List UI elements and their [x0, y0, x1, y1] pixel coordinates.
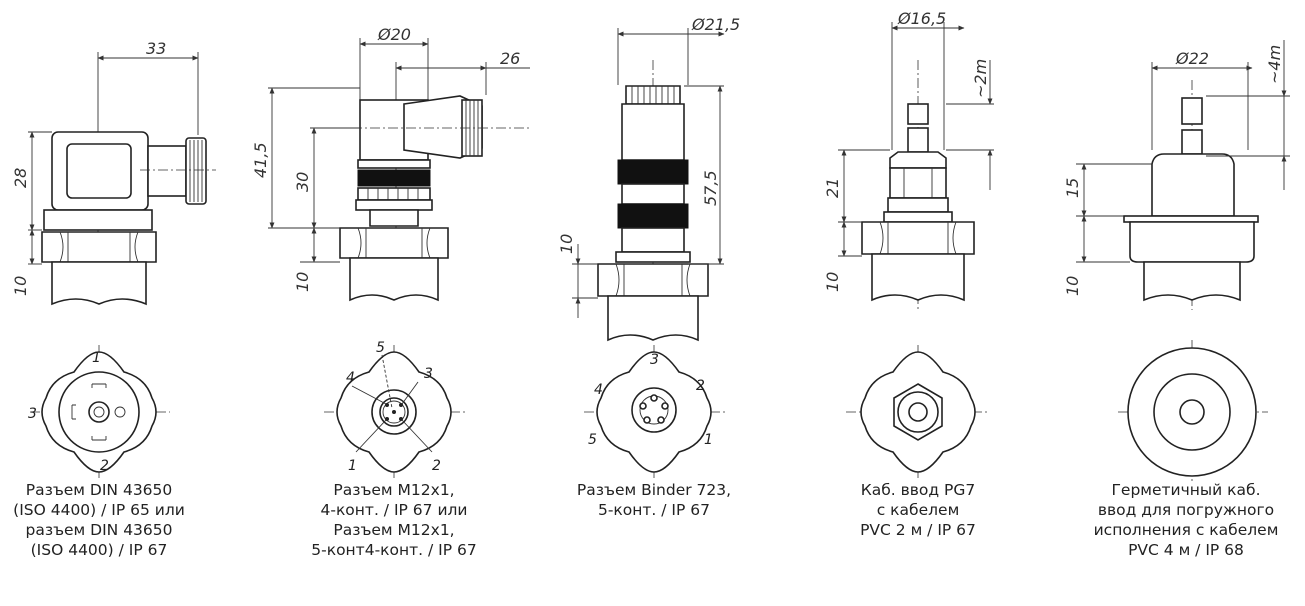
caption-line: Разъем M12x1, — [333, 521, 455, 539]
dim-m12-offset: 26 — [500, 49, 520, 68]
pin-label: 2 — [432, 458, 441, 474]
caption-line: 4-конт. / IP 67 или — [320, 501, 468, 519]
binder-connector-side-view: Ø21,5 57,5 10 — [557, 15, 740, 342]
dim-pg7-cable: ~2m — [971, 59, 990, 98]
dim-binder-nut: 10 — [557, 234, 576, 254]
caption-line: разъем DIN 43650 — [25, 521, 173, 539]
dim-sealed-diameter: Ø22 — [1175, 49, 1209, 68]
dim-pg7-height: 21 — [823, 178, 842, 198]
dim-pg7-diameter: Ø16,5 — [897, 9, 946, 28]
pin-label: 3 — [28, 406, 37, 422]
dim-sealed-height: 15 — [1063, 178, 1082, 198]
caption-line: 5-конт. / IP 67 — [597, 501, 711, 519]
pin-label: 2 — [100, 458, 109, 474]
dim-m12-diameter: Ø20 — [377, 25, 411, 44]
sealed-gland-top-view — [1118, 340, 1268, 484]
m12-connector-top-view: 5 4 3 1 2 — [324, 340, 468, 478]
pin-label: 1 — [92, 350, 101, 366]
dim-din-height: 28 — [11, 168, 30, 188]
caption-line: Каб. ввод PG7 — [860, 481, 976, 499]
dim-binder-diameter: Ø21,5 — [691, 15, 740, 34]
pin-label: 5 — [588, 432, 597, 448]
caption-line: PVC 2 м / IP 67 — [860, 521, 976, 539]
caption-line: Разъем Binder 723, — [576, 481, 732, 499]
binder-connector-top-view: 3 4 2 5 1 — [584, 345, 726, 478]
caption-pg7-gland: Каб. ввод PG7 с кабелем PVC 2 м / IP 67 — [798, 480, 1038, 540]
caption-binder-connector: Разъем Binder 723, 5-конт. / IP 67 — [534, 480, 774, 520]
pg7-gland-side-view: Ø16,5 ~2m 21 10 — [823, 9, 994, 310]
caption-line: (ISO 4400) / IP 65 или — [13, 501, 185, 519]
din-connector-side-view: 33 28 10 — [11, 39, 216, 306]
pin-label: 2 — [696, 378, 705, 394]
dim-sealed-nut: 10 — [1063, 276, 1082, 296]
caption-line: ввод для погружного — [1097, 501, 1275, 519]
caption-line: Разъем M12x1, — [333, 481, 455, 499]
pin-label: 5 — [376, 340, 385, 356]
dim-din-width: 33 — [146, 39, 166, 58]
dim-m12-nut: 10 — [293, 272, 312, 292]
dim-m12-body-height: 30 — [293, 172, 312, 192]
caption-sealed-gland: Герметичный каб. ввод для погружного исп… — [1066, 480, 1305, 560]
din-connector-top-view: 1 2 3 — [28, 345, 170, 478]
pg7-gland-top-view — [846, 345, 990, 478]
caption-line: (ISO 4400) / IP 67 — [30, 541, 168, 559]
dim-binder-height: 57,5 — [701, 170, 720, 206]
dim-m12-total-height: 41,5 — [251, 142, 270, 178]
sealed-gland-side-view: Ø22 ~4m 15 10 — [1063, 40, 1290, 310]
m12-connector-side-view: Ø20 26 41,5 30 10 — [251, 25, 530, 302]
caption-line: Герметичный каб. — [1111, 481, 1261, 499]
caption-line: 5-конт4-конт. / IP 67 — [311, 541, 477, 559]
pin-label: 1 — [348, 458, 357, 474]
caption-line: PVC 4 м / IP 68 — [1128, 541, 1244, 559]
pin-label: 3 — [424, 366, 433, 382]
caption-line: Разъем DIN 43650 — [25, 481, 173, 499]
caption-line: исполнения с кабелем — [1093, 521, 1279, 539]
dim-din-nut: 10 — [11, 276, 30, 296]
caption-line: с кабелем — [876, 501, 960, 519]
dim-sealed-cable: ~4m — [1265, 45, 1284, 84]
pin-label: 4 — [346, 370, 355, 386]
pin-label: 4 — [594, 382, 603, 398]
pin-label: 3 — [650, 352, 659, 368]
pin-label: 1 — [704, 432, 713, 448]
dim-pg7-nut: 10 — [823, 272, 842, 292]
caption-m12-connector: Разъем M12x1, 4-конт. / IP 67 или Разъем… — [274, 480, 514, 560]
caption-din-connector: Разъем DIN 43650 (ISO 4400) / IP 65 или … — [0, 480, 219, 560]
